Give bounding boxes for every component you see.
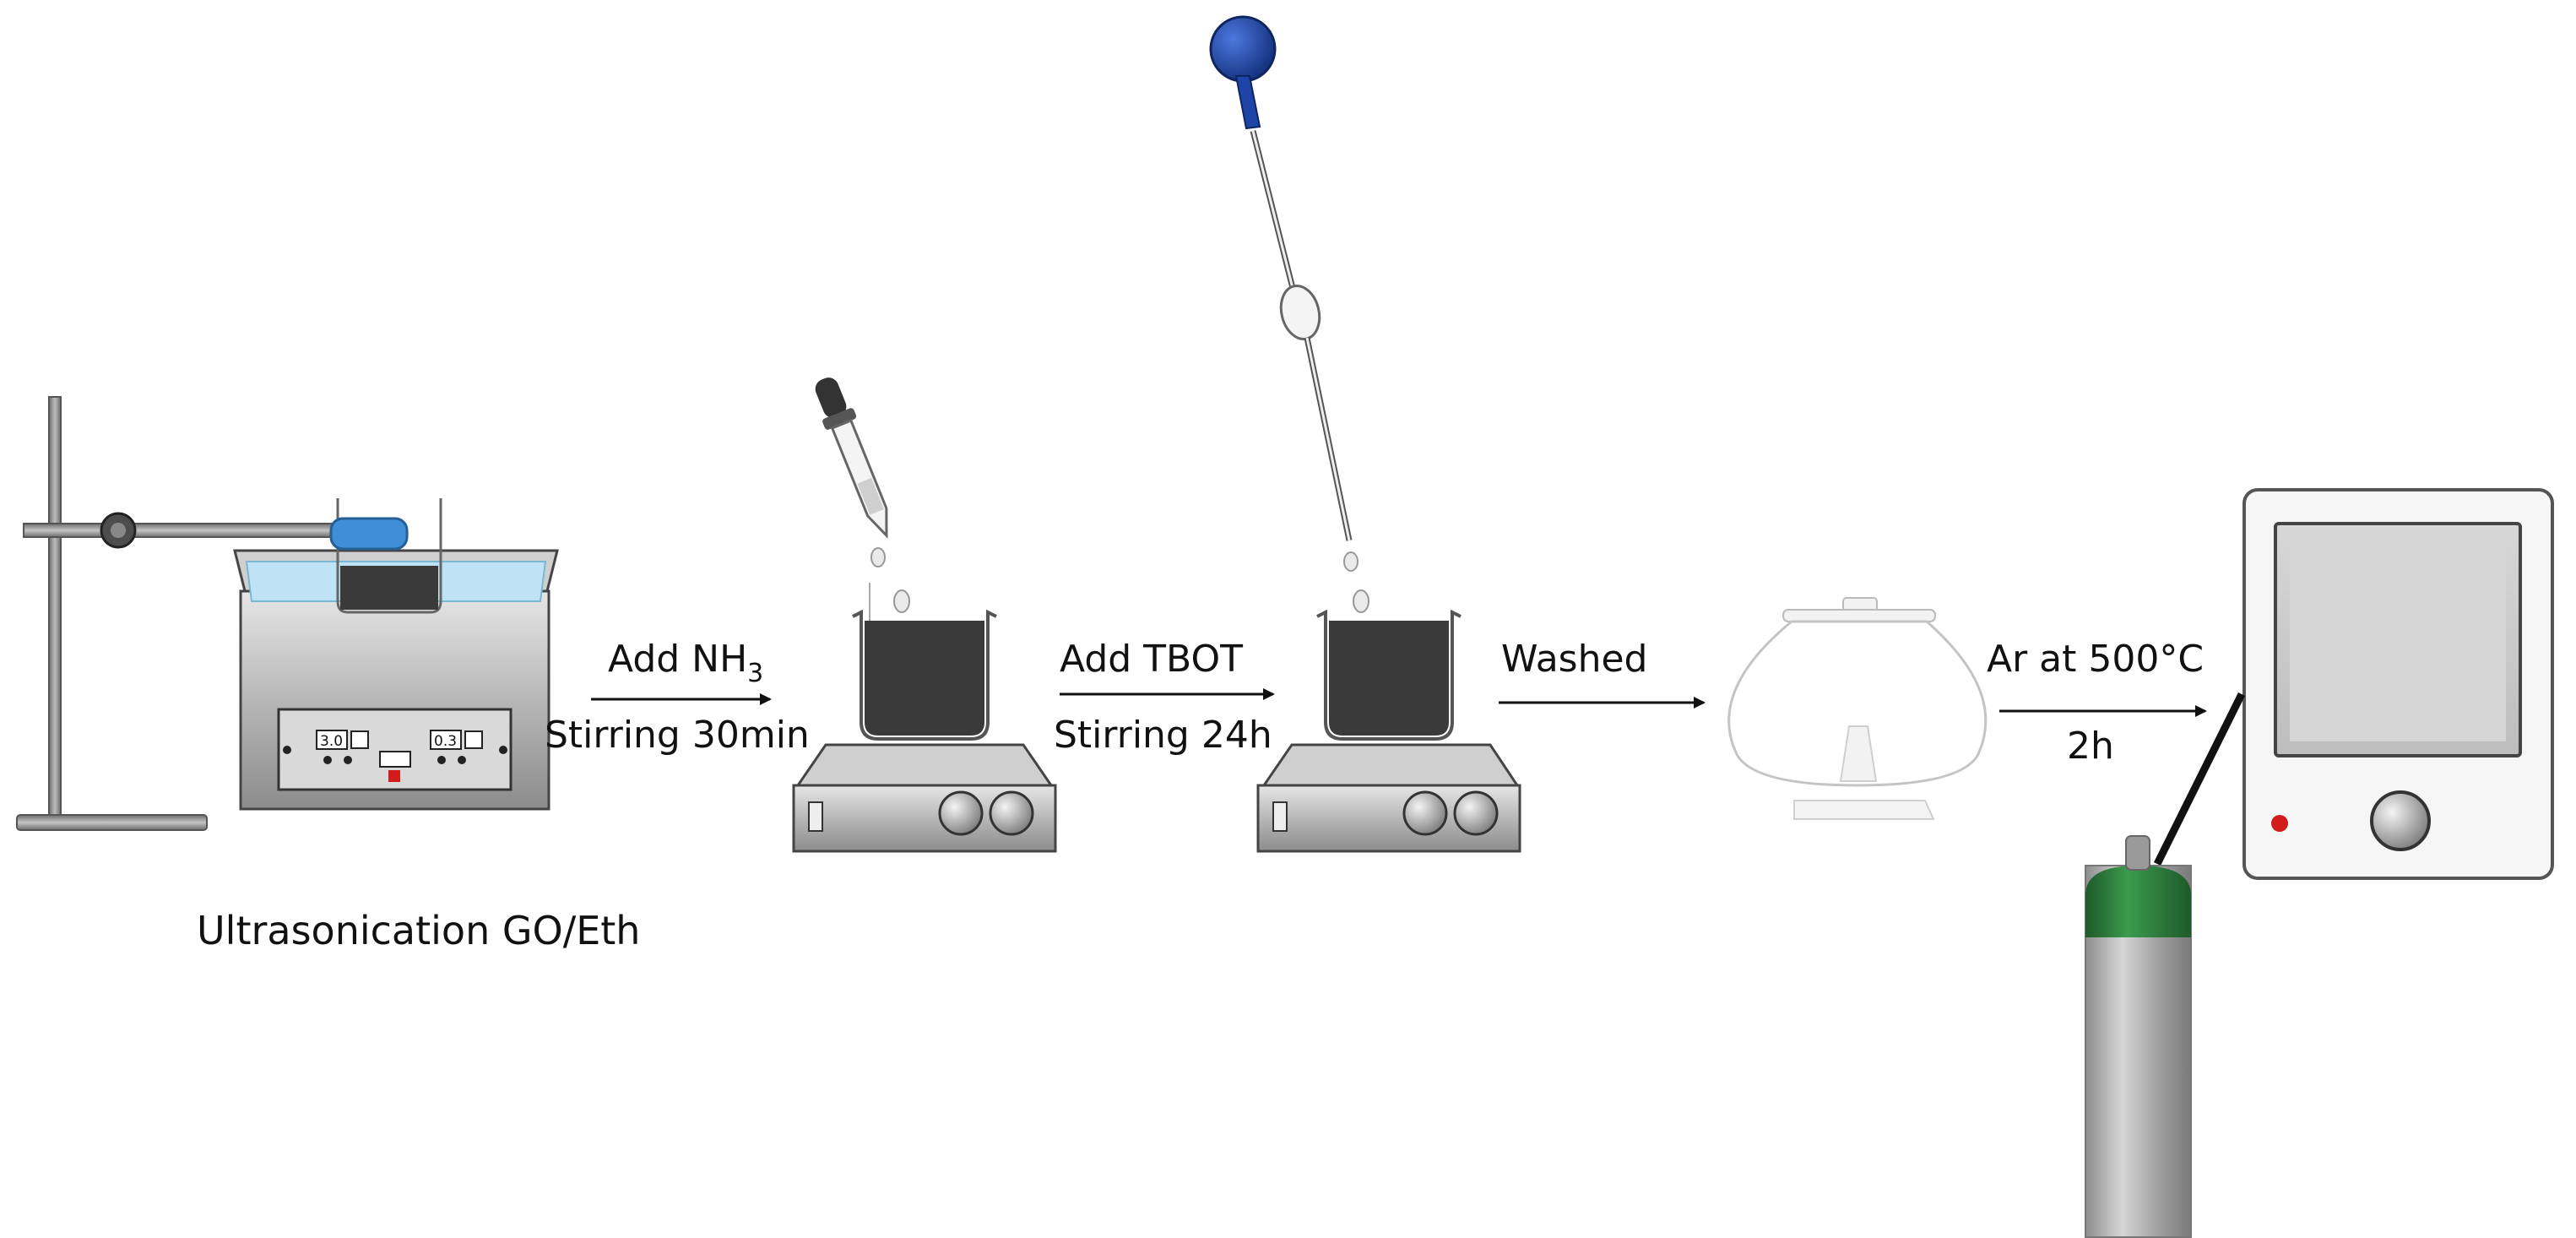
- ultrasonication-caption: Ultrasonication GO/Eth: [197, 908, 640, 953]
- power-button-icon: [388, 770, 400, 782]
- clamp-icon: [329, 517, 409, 551]
- retort-stand: [16, 396, 379, 831]
- pipette-icon: [1209, 15, 1353, 541]
- tube-furnace-icon: [2242, 488, 2554, 880]
- step1-label-subscript: 3: [747, 659, 763, 688]
- step3-label-line1: Washed: [1501, 638, 1647, 681]
- step2-label-line2: Stirring 24h: [1054, 714, 1272, 757]
- knob-icon: [938, 790, 984, 836]
- step1-label-line2: Stirring 30min: [545, 714, 810, 757]
- step4-label-line2: 2h: [2067, 725, 2114, 768]
- bath-display-left: 3.0: [320, 733, 343, 750]
- knob-icon: [1402, 790, 1448, 836]
- step4-label-line1: Ar at 500°C: [1987, 638, 2204, 681]
- step1-arrow: Add NH3 Stirring 30min: [545, 638, 810, 757]
- dropper-icon: [815, 377, 888, 539]
- bath-display-right: 0.3: [434, 733, 457, 750]
- stir-plate-1: [792, 743, 1057, 853]
- indicator-light-icon: [2271, 815, 2288, 832]
- step1-label-main: Add NH: [608, 638, 747, 681]
- centrifuge-icon: [1727, 597, 1988, 820]
- beaker-1: [852, 583, 997, 741]
- step2-label-line1: Add TBOT: [1060, 638, 1243, 681]
- svg-text:Add NH3: Add NH3: [608, 638, 763, 688]
- bath-beaker: [336, 498, 442, 614]
- step3-arrow: Washed: [1499, 638, 1706, 709]
- beaker-2: [1316, 589, 1462, 741]
- step2-arrow: Add TBOT Stirring 24h: [1054, 638, 1275, 757]
- step4-arrow: Ar at 500°C 2h: [1987, 638, 2207, 768]
- knob-icon: [989, 790, 1034, 836]
- stir-plate-2: [1256, 743, 1521, 853]
- gas-cylinder-icon: [2085, 835, 2192, 1238]
- ultrasonic-bath: 3.0 0.3: [233, 498, 559, 811]
- gas-line: [2153, 692, 2246, 866]
- knob-icon: [2370, 790, 2431, 851]
- knob-icon: [1453, 790, 1499, 836]
